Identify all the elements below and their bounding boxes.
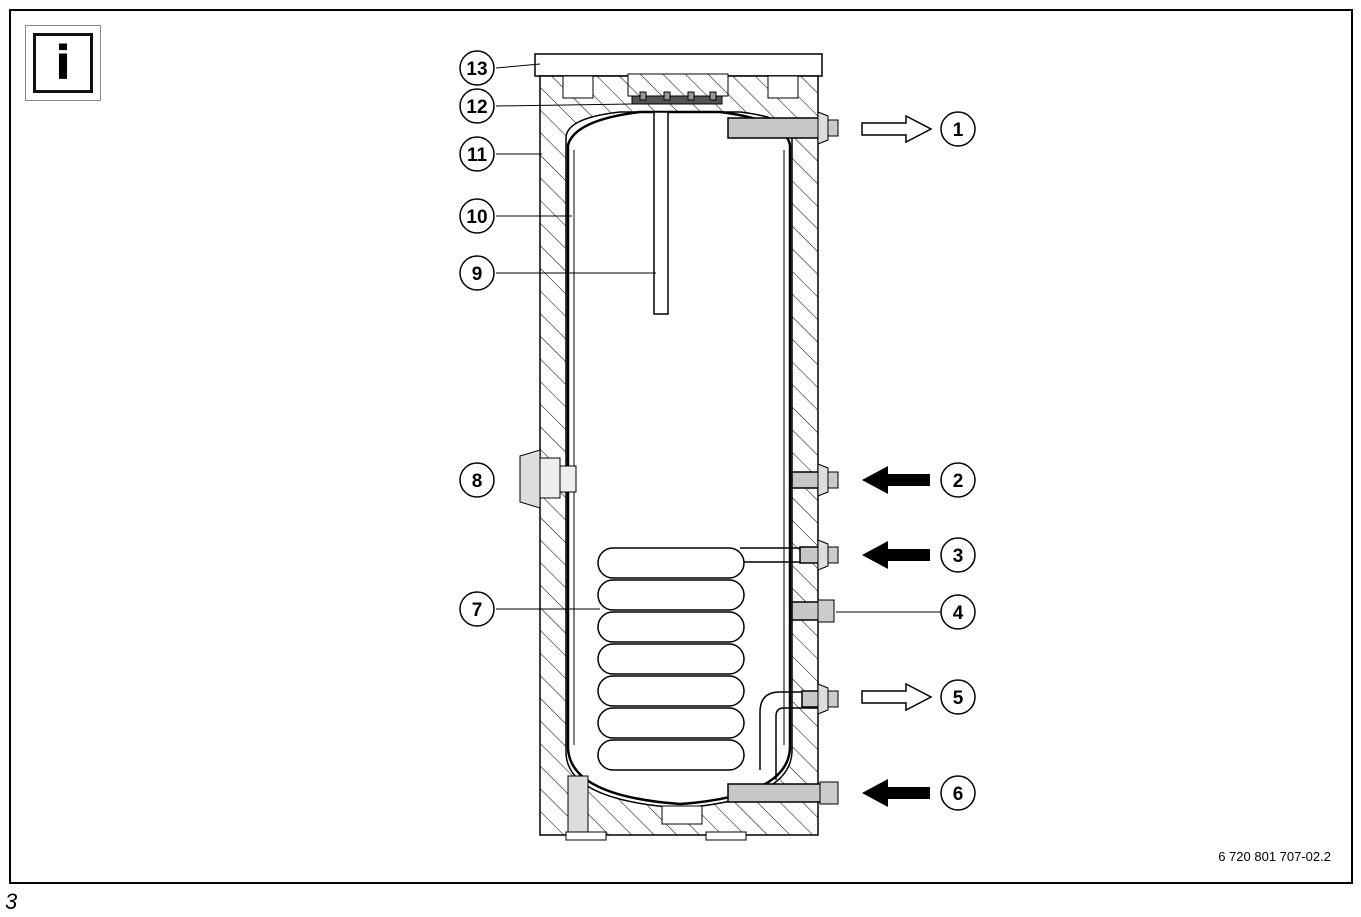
- arrow-inflow-3: [862, 541, 930, 569]
- connection-4-pipe: [791, 601, 821, 621]
- connection-2-pipe: [791, 471, 821, 489]
- callout-circle: [459, 88, 495, 124]
- flange-bolt: [709, 91, 717, 101]
- callout-13: 13: [459, 50, 495, 86]
- base-foot-left: [565, 831, 607, 841]
- connection-5-fitting: [817, 683, 829, 715]
- callout-label: 11: [467, 145, 488, 166]
- tank-inner-wall: [573, 150, 785, 745]
- callout-1: 1: [940, 111, 976, 147]
- figure-number: 3: [5, 889, 18, 914]
- base-drain: [661, 805, 703, 825]
- connection-5-nipple: [827, 690, 839, 708]
- figure-frame: [9, 9, 1353, 884]
- coil-outlet-pipe: [759, 691, 818, 780]
- callout-circle: [940, 594, 976, 630]
- callout-label: 1: [953, 120, 964, 141]
- connection-3-nipple: [827, 546, 839, 564]
- callout-label: 5: [953, 688, 964, 709]
- top-cap-block-left: [562, 75, 594, 99]
- arrow-inflow-6: [862, 779, 930, 807]
- callout-3: 3: [940, 537, 976, 573]
- connection-5-pipe: [801, 690, 821, 708]
- callout-label: 10: [466, 207, 487, 228]
- connection-3-pipe: [799, 546, 821, 564]
- cold-water-inlet-nipple: [819, 781, 839, 805]
- connection-2-nipple: [827, 471, 839, 489]
- callout-4: 4: [940, 594, 976, 630]
- anode-rod: [653, 111, 669, 315]
- callout-5: 5: [940, 679, 976, 715]
- callout-circle: [459, 255, 495, 291]
- connection-2-fitting: [817, 463, 829, 497]
- callout-circle: [940, 462, 976, 498]
- flange-bolt: [639, 91, 647, 101]
- callout-10: 10: [459, 198, 495, 234]
- hot-water-outlet-nipple: [827, 119, 839, 137]
- callout-label: 2: [953, 471, 964, 492]
- arrow-inflow-2: [862, 466, 930, 494]
- callout-circle: [940, 679, 976, 715]
- callout-label: 13: [466, 59, 487, 80]
- callout-circle: [940, 537, 976, 573]
- callout-label: 3: [953, 546, 964, 567]
- callout-label: 8: [472, 471, 483, 492]
- hot-water-outlet-fitting: [817, 111, 829, 145]
- leader-lines: [495, 63, 941, 613]
- callout-circle: [459, 198, 495, 234]
- sensor-well-stub: [559, 465, 577, 493]
- callout-circle: [459, 462, 495, 498]
- callout-circle: [940, 111, 976, 147]
- callout-label: 9: [472, 264, 483, 285]
- callout-12: 12: [459, 88, 495, 124]
- callout-11: 11: [459, 136, 495, 172]
- info-icon: i: [33, 33, 93, 93]
- callout-label: 4: [953, 603, 964, 624]
- callout-6: 6: [940, 775, 976, 811]
- callout-2: 2: [940, 462, 976, 498]
- sensor-well-flange: [519, 449, 541, 509]
- top-cap-block-right: [767, 75, 799, 99]
- manhole-flange: [631, 95, 723, 105]
- callout-9: 9: [459, 255, 495, 291]
- hot-water-outlet-pipe: [727, 117, 821, 139]
- arrow-outflow-5: [861, 682, 933, 712]
- callout-8: 8: [459, 462, 495, 498]
- connection-3-fitting: [817, 539, 829, 571]
- callout-circle: [459, 136, 495, 172]
- document-code: 6 720 801 707-02.2: [1218, 849, 1331, 864]
- top-cover: [534, 53, 823, 77]
- flange-bolt: [687, 91, 695, 101]
- base-foot-right: [705, 831, 747, 841]
- info-icon-box: i: [25, 25, 101, 101]
- callout-label: 7: [472, 600, 483, 621]
- callout-circle: [459, 591, 495, 627]
- callout-label: 6: [953, 784, 964, 805]
- callout-label: 12: [466, 97, 487, 118]
- sensor-well-body: [539, 457, 561, 499]
- callout-7: 7: [459, 591, 495, 627]
- base-bracket: [567, 775, 589, 833]
- cold-water-inlet-pipe: [727, 783, 823, 803]
- flange-bolt: [663, 91, 671, 101]
- connection-4-nipple: [817, 599, 835, 623]
- heat-exchanger-coil: [597, 547, 745, 771]
- arrow-outflow-1: [861, 114, 933, 144]
- callout-circle: [459, 50, 495, 86]
- callout-circle: [940, 775, 976, 811]
